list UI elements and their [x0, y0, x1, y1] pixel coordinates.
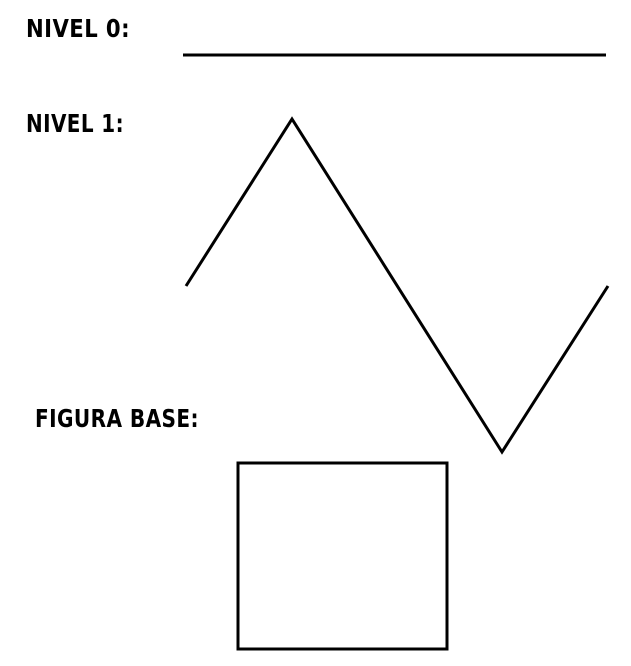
level-1-label: NIVEL 1: [26, 109, 124, 138]
level-0-group: NIVEL 0: [26, 14, 606, 57]
base-figure-group: FIGURA BASE: [35, 404, 449, 651]
base-square [236, 461, 449, 651]
level-0-label: NIVEL 0: [26, 14, 130, 43]
base-figure-label: FIGURA BASE: [35, 404, 199, 433]
level-1-zigzag [184, 116, 610, 455]
level-1-group: NIVEL 1: [26, 109, 610, 455]
